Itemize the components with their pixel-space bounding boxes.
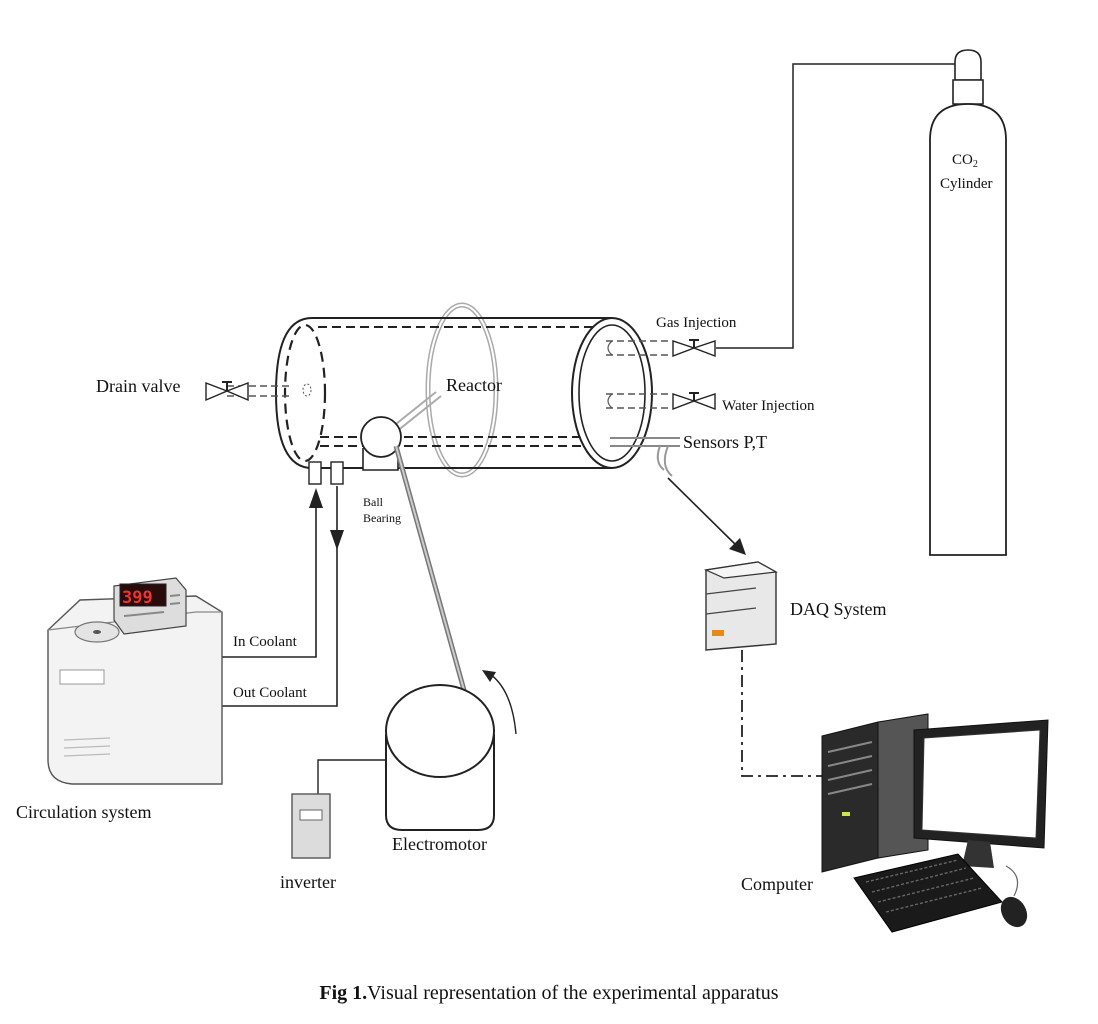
caption-text: Visual representation of the experimenta… [367,982,779,1004]
sensors-pt [610,437,680,477]
daq-system [703,561,778,651]
circulation-system: 399 [47,577,223,785]
inverter-cable [317,759,386,795]
reactor: Reactor [274,302,653,478]
daq-system-label: DAQ System [790,599,887,619]
controller-readout: 399 [122,588,153,608]
reactor-label: Reactor [446,375,502,395]
in-coolant-line [222,506,317,658]
gas-injection-pipe [606,339,716,358]
computer [821,713,1049,933]
out-coolant-line [222,486,338,707]
cylinder-label: Cylinder [940,176,993,192]
caption-prefix: Fig 1. [319,982,368,1004]
inverter [291,793,331,859]
computer-label: Computer [741,874,813,894]
water-injection-pipe [606,392,716,411]
rotation-arrow [489,673,517,735]
out-coolant-label: Out Coolant [233,685,308,701]
in-coolant-label: In Coolant [233,634,298,650]
ball-bearing: Ball Bearing [360,416,402,525]
inverter-label: inverter [280,872,336,892]
bearing-label: Bearing [363,511,401,525]
circulation-system-label: Circulation system [16,802,151,822]
electromotor [385,684,495,831]
sensor-signal-line [667,477,741,550]
drain-valve [205,381,290,402]
gas-injection-label: Gas Injection [656,315,737,331]
ball-label: Ball [363,495,384,509]
gas-supply-line [716,63,955,349]
co2-label: CO2 [952,152,978,170]
drain-valve-label: Drain valve [96,376,180,396]
coolant-ports [308,461,344,485]
daq-computer-link [741,650,828,777]
figure-caption: Fig 1.Visual representation of the exper… [0,982,1098,1005]
sensors-label: Sensors P,T [683,432,767,452]
water-injection-label: Water Injection [722,398,815,414]
co2-cylinder: CO2 Cylinder [929,49,1007,556]
electromotor-label: Electromotor [392,834,487,854]
